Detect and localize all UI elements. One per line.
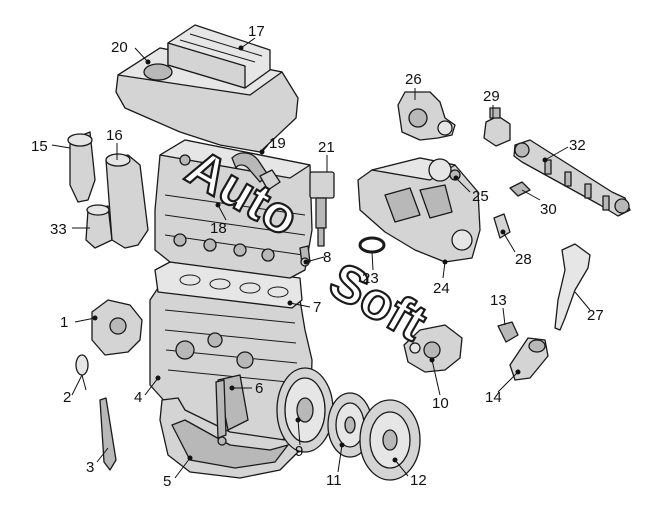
- callout-24: 24: [433, 280, 450, 297]
- callout-20: 20: [111, 39, 128, 56]
- air-filter-element: [167, 24, 271, 89]
- coolant-flange: [403, 324, 463, 373]
- callout-3: 3: [86, 459, 94, 476]
- oil-pan: [159, 397, 306, 479]
- callout-32: 32: [569, 137, 586, 154]
- callout-26: 26: [405, 71, 422, 88]
- callout-9: 9: [295, 443, 303, 460]
- callout-19: 19: [269, 135, 286, 152]
- callout-29: 29: [483, 88, 500, 105]
- oil-filter-cartridge: [85, 204, 113, 249]
- sensor-13: [497, 321, 519, 343]
- temperature-sensor: [509, 181, 531, 197]
- callout-18: 18: [210, 220, 227, 237]
- callout-12: 12: [410, 472, 427, 489]
- callout-16: 16: [106, 127, 123, 144]
- oil-filter-bracket: [91, 299, 143, 356]
- ignition-coil: [309, 171, 335, 247]
- mount-bracket: [554, 243, 591, 331]
- callout-labels: 1 2 3 4 5 6 7 8 9 10 11 12 13 14 15 16 1…: [31, 23, 604, 490]
- dipstick-tube: [215, 379, 227, 446]
- callout-30: 30: [540, 201, 557, 218]
- callout-7: 7: [313, 299, 321, 316]
- sensor-28: [493, 213, 511, 239]
- pressure-plate: [359, 399, 421, 481]
- callout-5: 5: [163, 473, 171, 490]
- throttle-body: [397, 91, 456, 141]
- callout-25: 25: [472, 188, 489, 205]
- callout-1: 1: [60, 314, 68, 331]
- callout-4: 4: [134, 389, 142, 406]
- filter-housing: [105, 153, 149, 249]
- callout-14: 14: [485, 389, 502, 406]
- callout-23: 23: [362, 270, 379, 287]
- intake-manifold: [357, 157, 481, 263]
- breather-hose: [231, 152, 281, 191]
- dipstick: [99, 397, 117, 471]
- dipstick-ring: [75, 354, 89, 391]
- leader-lines: [51, 37, 591, 479]
- oil-filter-cap: [67, 131, 96, 203]
- callout-15: 15: [31, 138, 48, 155]
- callout-10: 10: [432, 395, 449, 412]
- callout-2: 2: [63, 389, 71, 406]
- o-ring: [358, 236, 386, 254]
- callout-6: 6: [255, 380, 263, 397]
- callout-27: 27: [587, 307, 604, 324]
- callout-17: 17: [248, 23, 265, 40]
- flywheel: [276, 367, 334, 453]
- callout-8: 8: [323, 249, 331, 266]
- callout-33: 33: [50, 221, 67, 238]
- callout-11: 11: [326, 472, 342, 489]
- callout-13: 13: [490, 292, 507, 309]
- callout-28: 28: [515, 251, 532, 268]
- callout-21: 21: [318, 139, 335, 156]
- coolant-hose: [509, 337, 549, 381]
- pressure-regulator: [483, 107, 511, 147]
